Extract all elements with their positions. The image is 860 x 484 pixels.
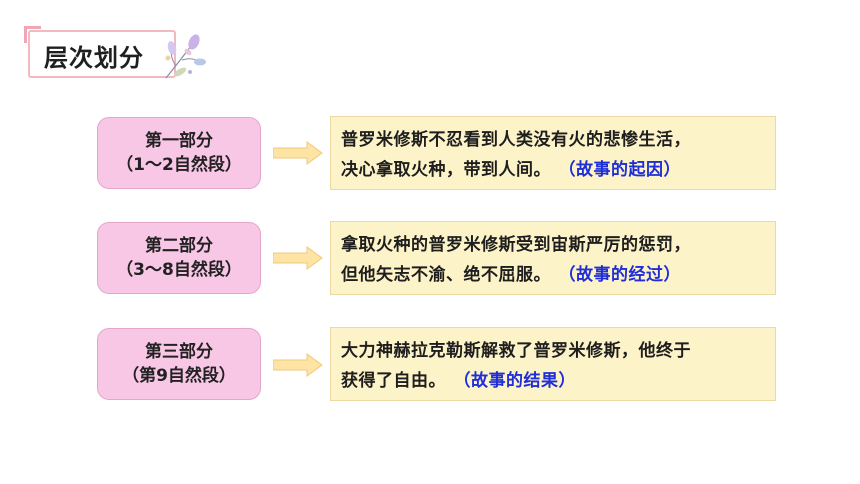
part-1-range: （1～2自然段） <box>116 155 242 175</box>
part-2-description: 拿取火种的普罗米修斯受到宙斯严厉的惩罚， 但他矢志不渝、绝不屈服。 （故事的经过） <box>330 221 776 295</box>
part-3-range: （第9自然段） <box>122 366 236 386</box>
part-3-description: 大力神赫拉克勒斯解救了普罗米修斯，他终于 获得了自由。 （故事的结果） <box>330 327 776 401</box>
title-corner-accent <box>24 26 41 43</box>
part-3-line-2: 获得了自由。 <box>341 371 446 391</box>
part-1-line-2: 决心拿取火种，带到人间。 <box>341 160 551 180</box>
title-frame <box>28 30 176 78</box>
part-3-line-1: 大力神赫拉克勒斯解救了普罗米修斯，他终于 <box>341 341 691 361</box>
part-3-name: 第三部分 <box>145 342 213 362</box>
page-title: 层次划分 <box>44 44 144 72</box>
flower-icon <box>165 34 206 79</box>
part-3-box: 第三部分 （第9自然段） <box>97 328 261 400</box>
part-1-tag: （故事的起因） <box>567 160 681 180</box>
part-2-tag: （故事的经过） <box>567 265 681 285</box>
part-3-tag: （故事的结果） <box>462 371 576 391</box>
part-1-name: 第一部分 <box>145 131 213 151</box>
part-1-description: 普罗米修斯不忍看到人类没有火的悲惨生活， 决心拿取火种，带到人间。 （故事的起因） <box>330 116 776 190</box>
part-2-box: 第二部分 （3～8自然段） <box>97 222 261 294</box>
part-1-line-1: 普罗米修斯不忍看到人类没有火的悲惨生活， <box>341 130 691 150</box>
arrow-right-icon <box>273 141 323 165</box>
part-2-name: 第二部分 <box>145 236 213 256</box>
part-2-line-1: 拿取火种的普罗米修斯受到宙斯严厉的惩罚， <box>341 235 691 255</box>
part-2-line-2: 但他矢志不渝、绝不屈服。 <box>341 265 551 285</box>
arrow-right-icon <box>273 353 323 377</box>
part-2-range: （3～8自然段） <box>116 260 242 280</box>
arrow-right-icon <box>273 246 323 270</box>
part-1-box: 第一部分 （1～2自然段） <box>97 117 261 189</box>
